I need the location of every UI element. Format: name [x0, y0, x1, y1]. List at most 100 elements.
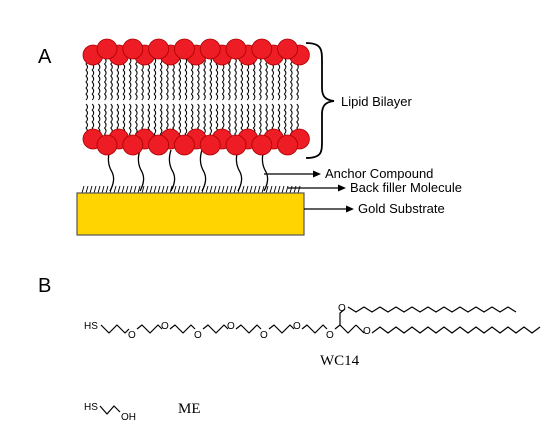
back-filler-molecule: [181, 185, 185, 194]
back-filler-molecule: [193, 185, 197, 194]
back-filler-molecule: [101, 185, 105, 194]
lipid-headgroup: [225, 38, 247, 60]
wc14-peg-segment: [169, 324, 196, 334]
lipid-headgroup: [225, 134, 247, 156]
back-filler-molecule: [89, 185, 93, 194]
wc14-oxygen-label: O: [227, 321, 235, 332]
lipid-tail: [289, 57, 293, 101]
wc14-oxygen-label: O: [194, 330, 202, 341]
back-filler-molecule: [109, 185, 113, 194]
wc14-lower-ether-link: [355, 324, 365, 334]
wc14-peg-backbone: [100, 324, 130, 334]
lipid-tail: [159, 103, 163, 141]
lipid-tail: [85, 57, 88, 101]
lipid-tail: [209, 57, 212, 101]
back-filler-molecule: [169, 185, 173, 194]
back-filler-molecule: [177, 185, 181, 194]
back-filler-molecule: [249, 185, 253, 194]
back-filler-molecule: [285, 185, 289, 194]
back-filler-molecule: [133, 185, 137, 194]
lipid-tail: [203, 57, 206, 101]
lipid-tail: [97, 57, 101, 101]
lipid-headgroup: [199, 134, 221, 156]
wc14-thiol-label: HS: [84, 321, 98, 332]
back-filler-molecule: [137, 185, 141, 194]
back-filler-molecule: [153, 185, 157, 194]
back-filler-molecule: [253, 185, 257, 194]
back-filler-molecule: [121, 185, 125, 194]
wc14-oxygen-label: O: [338, 303, 346, 314]
lipid-headgroup: [173, 134, 195, 156]
back-filler-molecule: [209, 185, 213, 194]
lipid-tail: [283, 57, 287, 101]
lipid-headgroup: [122, 38, 144, 60]
upper-leaflet-headgroups: [82, 38, 310, 66]
back-filler-molecules: [81, 185, 301, 194]
lower-leaflet-headgroups: [82, 128, 310, 156]
anchor-tether: [168, 149, 176, 192]
back-filler-molecule: [201, 185, 205, 194]
me-structure: [99, 405, 121, 415]
back-filler-molecule: [245, 185, 249, 194]
back-filler-molecule: [261, 185, 265, 194]
back-filler-molecule: [141, 185, 145, 194]
back-filler-molecule: [297, 185, 301, 194]
anchor-tether: [235, 149, 243, 192]
lipid-tail: [103, 57, 107, 101]
back-filler-molecule: [145, 185, 149, 194]
back-filler-molecule: [85, 185, 89, 194]
me-hydroxyl-label: OH: [121, 412, 136, 423]
panel-a-label: A: [38, 46, 52, 68]
lipid-headgroup: [96, 38, 118, 60]
lipid-tails: [85, 57, 299, 141]
back-filler-molecule: [221, 185, 225, 194]
lipid-tail: [227, 57, 231, 101]
back-filler-molecule: [265, 185, 269, 194]
anchor-compound-arrow: [264, 170, 321, 178]
back-filler-molecule: [237, 185, 241, 194]
me-caption: ME: [178, 401, 201, 417]
back-filler-molecule: [93, 185, 97, 194]
anchor-tether: [137, 149, 145, 192]
back-filler-molecule: [185, 185, 189, 194]
panel-b-label: B: [38, 275, 51, 297]
lipid-tail: [240, 57, 243, 101]
lipid-headgroup: [251, 134, 273, 156]
wc14-upper-alkyl-chain: [347, 306, 517, 313]
lipid-tail: [215, 57, 219, 101]
back-filler-molecule: [149, 185, 153, 194]
lipid-tail: [234, 103, 237, 141]
lipid-tail: [190, 57, 194, 101]
wc14-structure: [100, 306, 541, 334]
lipid-tail: [159, 57, 163, 101]
wc14-oxygen-label: O: [128, 330, 136, 341]
back-filler-molecule: [269, 185, 273, 194]
wc14-peg-segment: [202, 324, 229, 334]
wc14-glycerol: [334, 324, 357, 334]
back-filler-molecule: [289, 185, 293, 194]
wc14-peg-segment: [268, 324, 295, 334]
back-filler-molecule: [277, 185, 281, 194]
lipid-tail: [184, 57, 188, 101]
lipid-tail: [258, 103, 262, 141]
back-filler-molecule: [105, 185, 109, 194]
back-filler-molecule: [157, 185, 161, 194]
back-filler-molecule: [125, 185, 129, 194]
back-filler-molecule: [217, 185, 221, 194]
gold-substrate-arrow: [304, 205, 354, 213]
lipid-tail: [103, 103, 107, 141]
lipid-tail: [209, 103, 212, 141]
me-thiol-label: HS: [84, 402, 98, 413]
back-filler-molecule: [213, 185, 217, 194]
back-filler-molecule: [173, 185, 177, 194]
lipid-headgroup: [122, 134, 144, 156]
wc14-oxygen-label: O: [363, 326, 371, 337]
lipid-tail: [122, 57, 126, 101]
back-filler-molecule: [129, 185, 133, 194]
lipid-headgroup: [148, 134, 170, 156]
wc14-peg-segment: [136, 324, 163, 334]
lipid-headgroup: [277, 38, 299, 60]
lipid-headgroup: [173, 38, 195, 60]
back-filler-label: Back filler Molecule: [350, 180, 462, 195]
back-filler-molecule: [293, 185, 297, 194]
